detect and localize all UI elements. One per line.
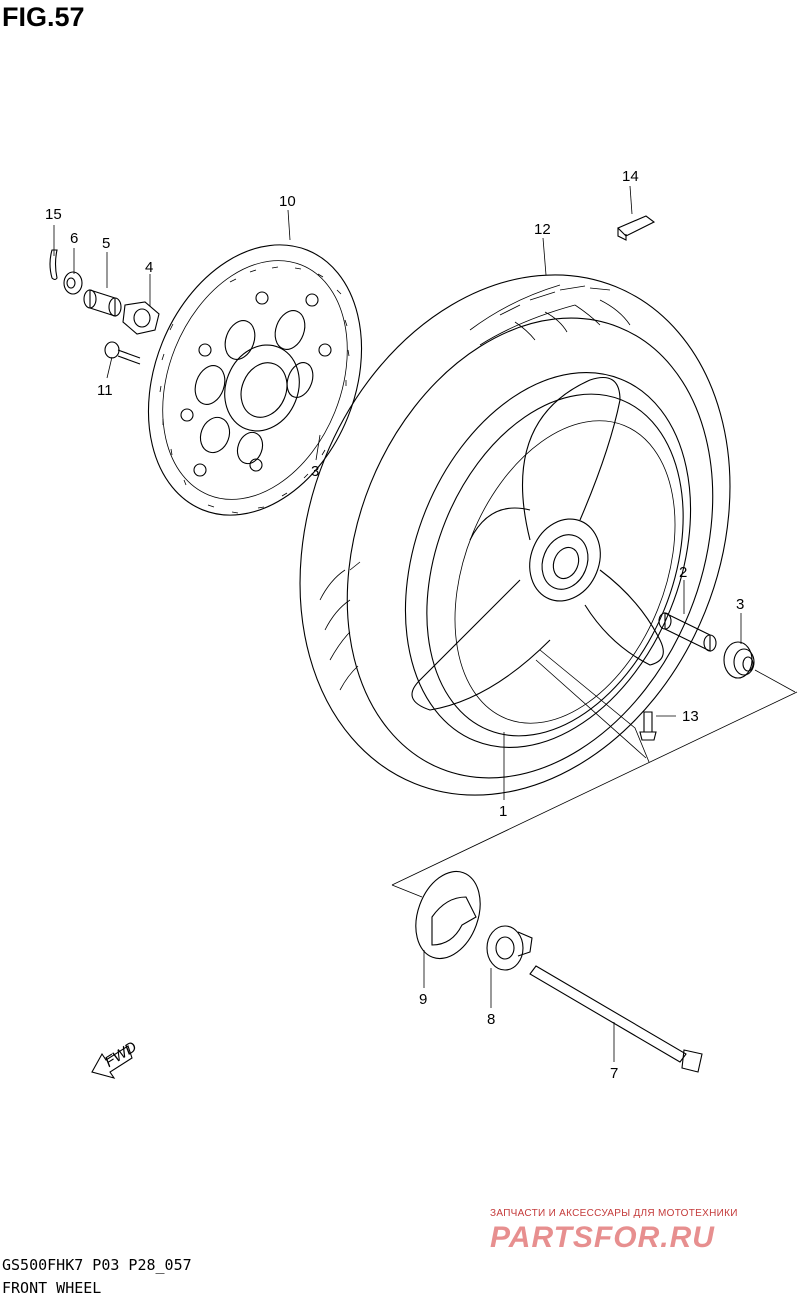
callout-14: 14 (622, 168, 639, 185)
callout-9: 9 (419, 991, 427, 1008)
speedometer-gear-plate (415, 870, 481, 960)
disc-bolt (104, 341, 141, 365)
fwd-arrow: FWD (91, 1038, 140, 1079)
axle-spacer (658, 612, 717, 652)
callout-3-disc: 3 (311, 463, 319, 480)
watermark-caption: ЗАПЧАСТИ И АКСЕССУАРЫ ДЛЯ МОТОТЕХНИКИ (490, 1208, 738, 1219)
callout-10: 10 (279, 193, 296, 210)
callout-4: 7 (610, 1065, 618, 1082)
tyre (299, 274, 731, 796)
brake-disc (147, 244, 363, 516)
callout-1: 1 (499, 803, 507, 820)
leader-lines (53, 185, 742, 1062)
callout-8: 8 (487, 1011, 495, 1028)
bearing (723, 641, 755, 679)
guide-lines (391, 649, 798, 898)
wheel-rim (404, 372, 692, 748)
front-axle (529, 965, 703, 1073)
cotter-pin (49, 249, 58, 281)
figure-title: FIG.57 (2, 2, 85, 32)
speedometer-gearbox (486, 925, 533, 971)
callout-2: 2 (679, 564, 687, 581)
callout-6: 5 (102, 235, 110, 252)
callout-3-bearing: 3 (736, 596, 744, 613)
callout-11: 11 (97, 382, 113, 399)
figure-name: FRONT WHEEL (2, 1279, 102, 1297)
flange-nut (122, 301, 160, 335)
callout-12: 12 (534, 221, 551, 238)
tire-valve (639, 711, 657, 741)
figure-code: GS500FHK7 P03 P28_057 (2, 1256, 192, 1274)
callout-labels: 15 6 5 4 11 10 3 12 14 2 3 13 1 9 8 7 (45, 168, 744, 1082)
fwd-label: FWD (102, 1038, 140, 1071)
callout-7: 6 (70, 230, 78, 247)
callout-15: 15 (45, 206, 62, 223)
watermark-logo: PARTSFOR.RU (490, 1221, 715, 1254)
callout-5: 4 (145, 259, 153, 276)
callout-13: 13 (682, 708, 699, 725)
spacer-collar (83, 289, 122, 317)
valve-cap (617, 215, 656, 241)
castle-nut (63, 271, 83, 295)
